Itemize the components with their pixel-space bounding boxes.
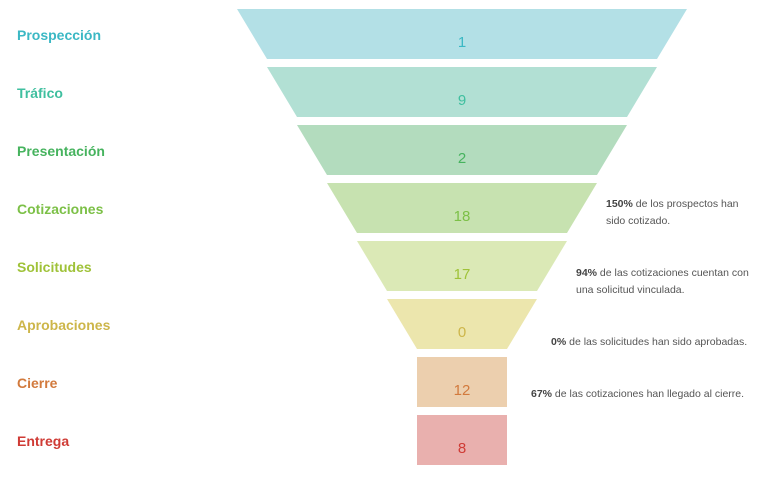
funnel-value-cotizaciones: 18	[454, 208, 471, 225]
funnel-value-prospeccion: 1	[458, 34, 466, 51]
annotation-percent: 0%	[551, 336, 567, 348]
funnel-segment-solicitudes	[357, 241, 567, 291]
annotation-text: de las cotizaciones han llegado al cierr…	[552, 388, 745, 400]
annotation-aprobaciones: 0% de las solicitudes han sido aprobadas…	[551, 334, 766, 351]
funnel-value-solicitudes: 17	[454, 266, 471, 283]
funnel-segment-aprobaciones	[387, 299, 537, 349]
stage-label-prospeccion: Prospección	[17, 27, 102, 43]
annotation-solicitudes: 94% de las cotizaciones cuentan con una …	[576, 265, 764, 299]
funnel-segment-presentacion	[297, 125, 627, 175]
funnel-value-trafico: 9	[458, 92, 466, 109]
funnel-value-cierre: 12	[454, 382, 471, 399]
funnel-value-entrega: 8	[458, 440, 466, 457]
annotation-percent: 150%	[606, 198, 633, 210]
annotation-text: de las cotizaciones cuentan con una soli…	[576, 267, 749, 296]
stage-label-entrega: Entrega	[17, 433, 70, 449]
stage-label-cotizaciones: Cotizaciones	[17, 201, 104, 217]
funnel-value-aprobaciones: 0	[458, 324, 466, 341]
funnel-value-presentacion: 2	[458, 150, 466, 167]
funnel-segment-prospeccion	[237, 9, 687, 59]
annotation-cotizaciones: 150% de los prospectos han sido cotizado…	[606, 196, 756, 230]
stage-label-aprobaciones: Aprobaciones	[17, 317, 111, 333]
annotation-cierre: 67% de las cotizaciones han llegado al c…	[531, 386, 766, 403]
annotation-percent: 94%	[576, 267, 598, 279]
annotation-text: de los prospectos han sido cotizado.	[606, 198, 739, 227]
annotation-text: de las solicitudes han sido aprobadas.	[566, 336, 748, 348]
stage-label-trafico: Tráfico	[17, 85, 63, 101]
funnel-segment-entrega	[417, 415, 507, 465]
funnel-segment-cotizaciones	[327, 183, 597, 233]
annotation-percent: 67%	[531, 388, 553, 400]
funnel-segment-trafico	[267, 67, 657, 117]
funnel-segment-cierre	[417, 357, 507, 407]
stage-label-cierre: Cierre	[17, 375, 58, 391]
stage-label-solicitudes: Solicitudes	[17, 259, 92, 275]
stage-label-presentacion: Presentación	[17, 143, 105, 159]
